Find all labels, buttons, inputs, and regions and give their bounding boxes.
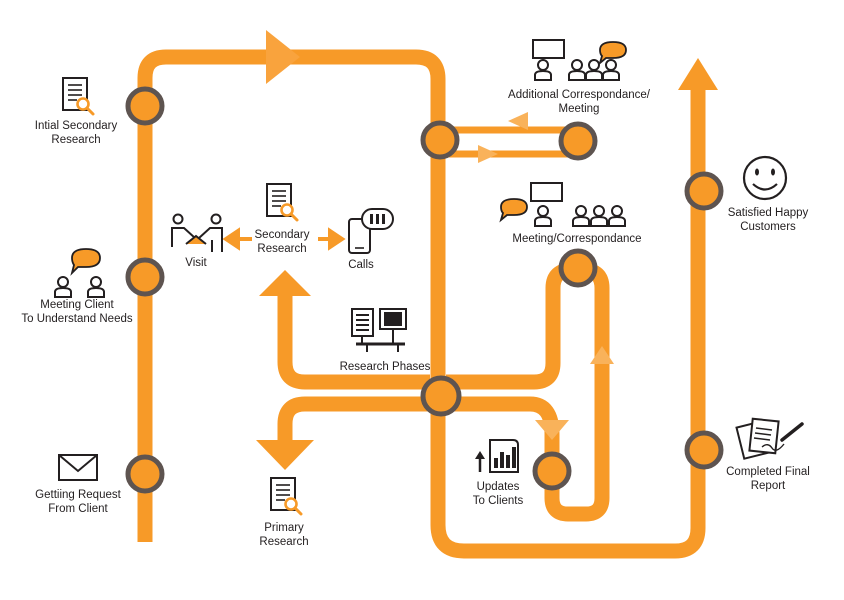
meeting-chat-icon: [54, 248, 105, 298]
label-line: Research: [51, 134, 101, 146]
label-line: Meeting: [558, 103, 600, 115]
arrow-down-loop: [535, 420, 569, 440]
label-line: Completed Final: [726, 466, 810, 478]
smiley-face-icon: [742, 155, 788, 201]
computer-workstation-icon: [351, 308, 407, 352]
label-completed-final-report: Completed Final Report: [716, 465, 820, 493]
node-meeting-correspondance: [558, 248, 598, 288]
document-search-icon: [269, 476, 303, 516]
arrow-to-calls: [328, 227, 346, 251]
label-additional-correspondance: Additional Correspondance/ Meeting: [494, 88, 664, 116]
growth-chart-icon: [475, 439, 519, 473]
arrow-right-top: [266, 30, 300, 84]
label-secondary-research: Secondary Research: [244, 228, 320, 256]
arrow-up-loop: [590, 346, 614, 364]
label-line: Meeting Client: [40, 299, 114, 311]
primary-research-branch: [277, 396, 430, 440]
label-line: Additional Correspondance/: [508, 89, 650, 101]
node-research-phases: [420, 375, 462, 417]
label-satisfied-customers: Satisfied Happy Customers: [718, 206, 818, 234]
label-line: Customers: [740, 221, 796, 233]
label-meeting-client: Meeting Client To Understand Needs: [14, 298, 140, 326]
label-line: Updates: [476, 481, 520, 493]
node-additional-correspondance: [558, 121, 598, 161]
smartphone-call-icon: [348, 208, 394, 254]
label-meeting-correspondance: Meeting/Correspondance: [502, 232, 652, 246]
label-line: Visit: [185, 257, 207, 269]
label-calls: Calls: [338, 258, 384, 272]
arrow-left-connector: [508, 112, 528, 130]
label-visit: Visit: [170, 256, 222, 270]
node-updates: [532, 451, 572, 491]
label-line: Report: [750, 480, 786, 492]
label-line: To Understand Needs: [21, 313, 133, 325]
label-updates-to-clients: Updates To Clients: [462, 480, 534, 508]
label-line: Research Phases: [339, 361, 431, 373]
node-initial-research: [125, 86, 165, 126]
secondary-research-branch: [277, 295, 430, 390]
node-getting-request: [125, 454, 165, 494]
label-primary-research: Primary Research: [246, 521, 322, 549]
label-line: Meeting/Correspondance: [512, 233, 642, 245]
arrow-to-visit: [222, 227, 240, 251]
arrow-up-right: [678, 58, 718, 90]
main-process-track: [137, 49, 706, 559]
label-line: Intial Secondary: [34, 120, 118, 132]
presentation-audience-icon: [499, 182, 626, 227]
presentation-audience-icon: [532, 39, 627, 81]
label-line: Gettiing Request: [35, 489, 121, 501]
handshake-icon: [171, 213, 223, 252]
node-correspondance-junction: [420, 120, 460, 160]
label-line: Research: [259, 536, 309, 548]
label-line: To Clients: [472, 495, 524, 507]
label-line: Research: [257, 243, 307, 255]
label-initial-secondary-research: Intial Secondary Research: [22, 119, 130, 147]
label-line: Secondary: [254, 229, 310, 241]
arrow-down-primary: [256, 440, 314, 470]
client-update-loop: [446, 262, 610, 522]
envelope-icon: [58, 454, 98, 481]
label-research-phases: Research Phases: [334, 360, 436, 374]
label-line: Satisfied Happy: [727, 207, 809, 219]
arrow-right-connector: [478, 145, 498, 163]
node-final-report: [684, 430, 724, 470]
document-search-icon: [61, 76, 95, 116]
node-meeting-client: [125, 257, 165, 297]
label-line: From Client: [48, 503, 108, 515]
label-line: Calls: [348, 259, 374, 271]
node-satisfied: [684, 171, 724, 211]
arrow-up-secondary: [259, 270, 311, 296]
signed-documents-icon: [735, 417, 804, 460]
document-search-icon: [265, 182, 299, 222]
label-line: Primary: [264, 522, 304, 534]
label-getting-request: Gettiing Request From Client: [24, 488, 132, 516]
